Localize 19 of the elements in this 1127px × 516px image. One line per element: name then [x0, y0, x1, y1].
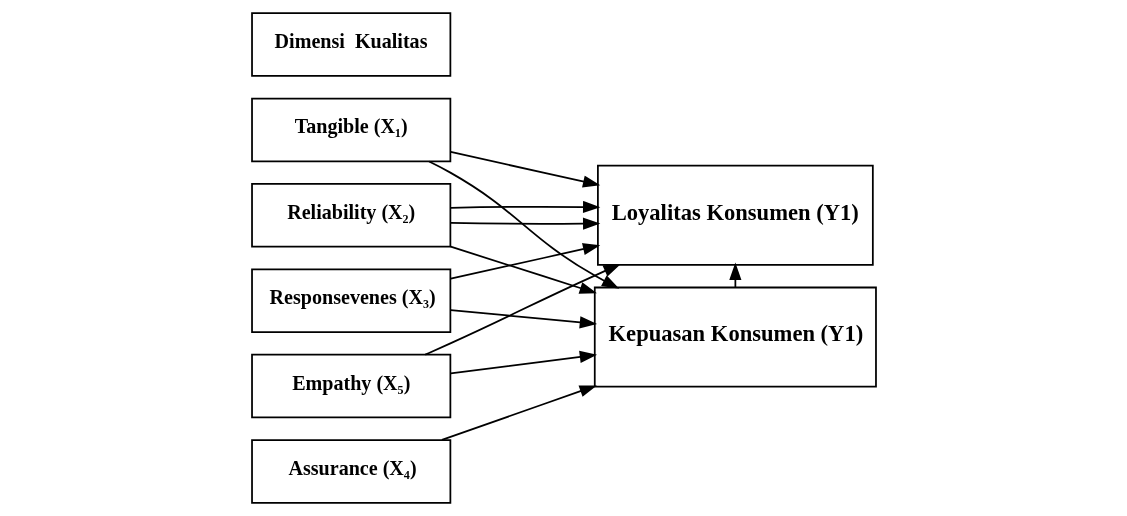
node-box: Dimensi Kualitas: [250, 12, 451, 77]
arrow: [427, 160, 619, 289]
node-box: Responsevenes (X₃): [250, 268, 451, 333]
arrow: [449, 217, 600, 230]
arrow: [449, 309, 597, 329]
arrow: [728, 262, 741, 288]
arrow: [440, 385, 597, 441]
arrow: [449, 243, 600, 280]
arrow: [423, 263, 621, 356]
node-box: Kepuasan Konsumen (Y1): [593, 286, 877, 388]
arrow: [449, 151, 600, 188]
arrow: [449, 200, 600, 214]
node-box: Loyalitas Konsumen (Y1): [596, 164, 874, 266]
node-box: Reliability (X₂): [250, 183, 451, 248]
node-box: Tangible (X₁): [250, 97, 451, 163]
node-box: Assurance (X₄): [250, 439, 451, 504]
node-box: Empathy (X₅): [250, 353, 451, 419]
arrow: [449, 245, 597, 294]
arrow: [449, 350, 597, 375]
